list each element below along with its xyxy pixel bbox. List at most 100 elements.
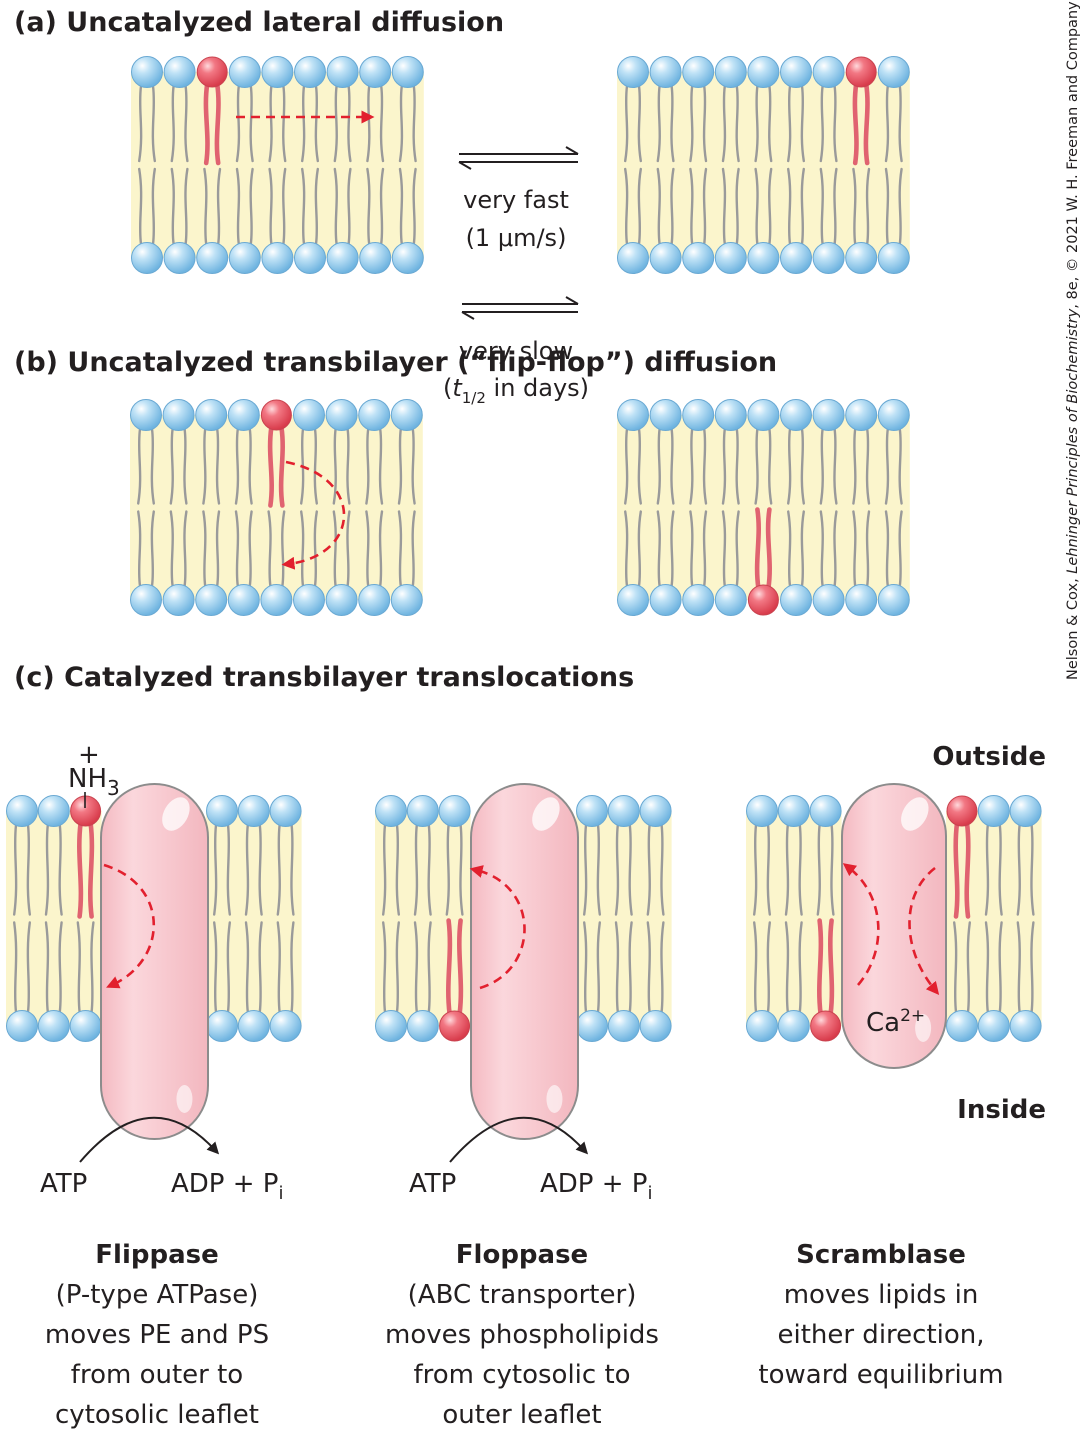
lipid-head <box>406 1010 439 1042</box>
lipid-head <box>777 795 810 827</box>
lipid-head <box>37 795 70 827</box>
lipid-head <box>682 56 715 88</box>
lipid-head <box>261 242 294 274</box>
enzyme-description-line: either direction, <box>777 1320 984 1350</box>
lipid-head <box>162 584 195 616</box>
lipid-head-red <box>260 399 292 431</box>
flippase-flip-arrow <box>103 863 155 989</box>
lipid-head <box>617 56 649 88</box>
membrane-floppase-left <box>375 795 471 1042</box>
lipid-head <box>809 795 842 827</box>
lipid-tail <box>457 918 464 1017</box>
scramblase-protein <box>841 783 947 1069</box>
lipid-head <box>269 1010 302 1042</box>
atp-hydrolysis-arrow-flippase <box>79 1116 220 1163</box>
lipid-head <box>261 56 294 88</box>
lipid-tail <box>446 918 453 1017</box>
lipid-head <box>649 399 682 431</box>
lipid-head <box>325 584 358 616</box>
hydrophobic-core <box>617 72 910 258</box>
lipid-head <box>649 56 682 88</box>
flip-flop-arrow <box>281 460 346 570</box>
hydrophobic-core <box>6 811 102 1026</box>
membrane-scramblase-right <box>946 795 1042 1042</box>
enzyme-description-line: toward equilibrium <box>758 1360 1003 1390</box>
enzyme-name-floppase: Floppase <box>456 1240 588 1270</box>
lipid-head <box>877 242 910 274</box>
floppase-protein <box>470 783 579 1140</box>
lipid-head <box>780 399 812 431</box>
lipid-head-red <box>810 1010 842 1042</box>
membrane-flippase-right <box>206 795 302 1042</box>
lipid-head <box>617 399 649 431</box>
hydrophobic-core <box>746 811 842 1026</box>
equilibrium-arrows-b <box>461 296 579 320</box>
lipid-head <box>131 56 163 88</box>
lipid-head <box>617 242 649 274</box>
lipid-head <box>747 242 780 274</box>
svg-text:+: + <box>78 740 100 770</box>
lipid-head <box>196 242 229 274</box>
enzyme-description-line: from cytosolic to <box>413 1360 630 1390</box>
lipid-head <box>6 1010 38 1042</box>
lipid-head <box>326 56 359 88</box>
lipid-head-red <box>747 584 779 616</box>
lipid-head <box>639 1010 672 1042</box>
lipid-head <box>131 242 163 274</box>
membrane-b-right <box>617 399 910 616</box>
membrane-a-right <box>617 56 910 274</box>
lipid-head <box>293 399 325 431</box>
lipid-head <box>777 1010 810 1042</box>
lipid-head <box>714 56 747 88</box>
enzyme-description-line: (ABC transporter) <box>408 1280 637 1310</box>
lipid-head <box>391 242 424 274</box>
lipid-head <box>359 56 392 88</box>
flippase-protein <box>100 783 209 1140</box>
lipid-head <box>228 56 261 88</box>
lipid-head <box>682 242 715 274</box>
lipid-head <box>294 56 326 88</box>
membrane-floppase-right <box>576 795 672 1042</box>
hydrophobic-core <box>130 415 423 600</box>
lipid-head <box>845 242 878 274</box>
lipid-head <box>747 399 780 431</box>
lipid-head <box>269 795 302 827</box>
lipid-tail <box>754 507 761 591</box>
lipid-head <box>780 242 812 274</box>
lipid-head <box>375 1010 407 1042</box>
lipid-head <box>812 584 845 616</box>
lipid-head <box>237 795 270 827</box>
lipid-head <box>714 584 747 616</box>
lipid-head <box>746 795 778 827</box>
lipid-head <box>649 584 682 616</box>
lipid-head <box>206 795 238 827</box>
lipid-head <box>260 584 293 616</box>
lipid-head <box>130 399 162 431</box>
lipid-head <box>1009 1010 1042 1042</box>
lipid-head <box>195 584 228 616</box>
lipid-head <box>130 584 162 616</box>
outside-label: Outside <box>932 742 1046 772</box>
calcium-ion-label: Ca2+ <box>866 1006 925 1038</box>
panel-a-title: (a) Uncatalyzed lateral diffusion <box>14 7 504 38</box>
adp-label-flippase: ADP + Pi <box>171 1169 284 1204</box>
adp-label-floppase: ADP + Pi <box>540 1169 653 1204</box>
lipid-head <box>438 795 471 827</box>
equilibrium-arrows-a <box>458 146 579 170</box>
lipid-head <box>682 399 715 431</box>
enzyme-description-line: moves PE and PS <box>45 1320 269 1350</box>
lipid-head <box>946 1010 978 1042</box>
lipid-head <box>812 399 845 431</box>
inside-label: Inside <box>957 1095 1046 1125</box>
lipid-head <box>977 795 1010 827</box>
lipid-head <box>195 399 228 431</box>
lipid-head <box>576 795 608 827</box>
hydrophobic-core <box>946 811 1042 1026</box>
lipid-tail <box>77 820 84 919</box>
scramblase-inward-arrow <box>908 866 940 996</box>
enzyme-description-line: (P-type ATPase) <box>56 1280 259 1310</box>
lipid-head <box>845 584 878 616</box>
lipid-head <box>877 584 910 616</box>
lipid-head <box>227 584 260 616</box>
